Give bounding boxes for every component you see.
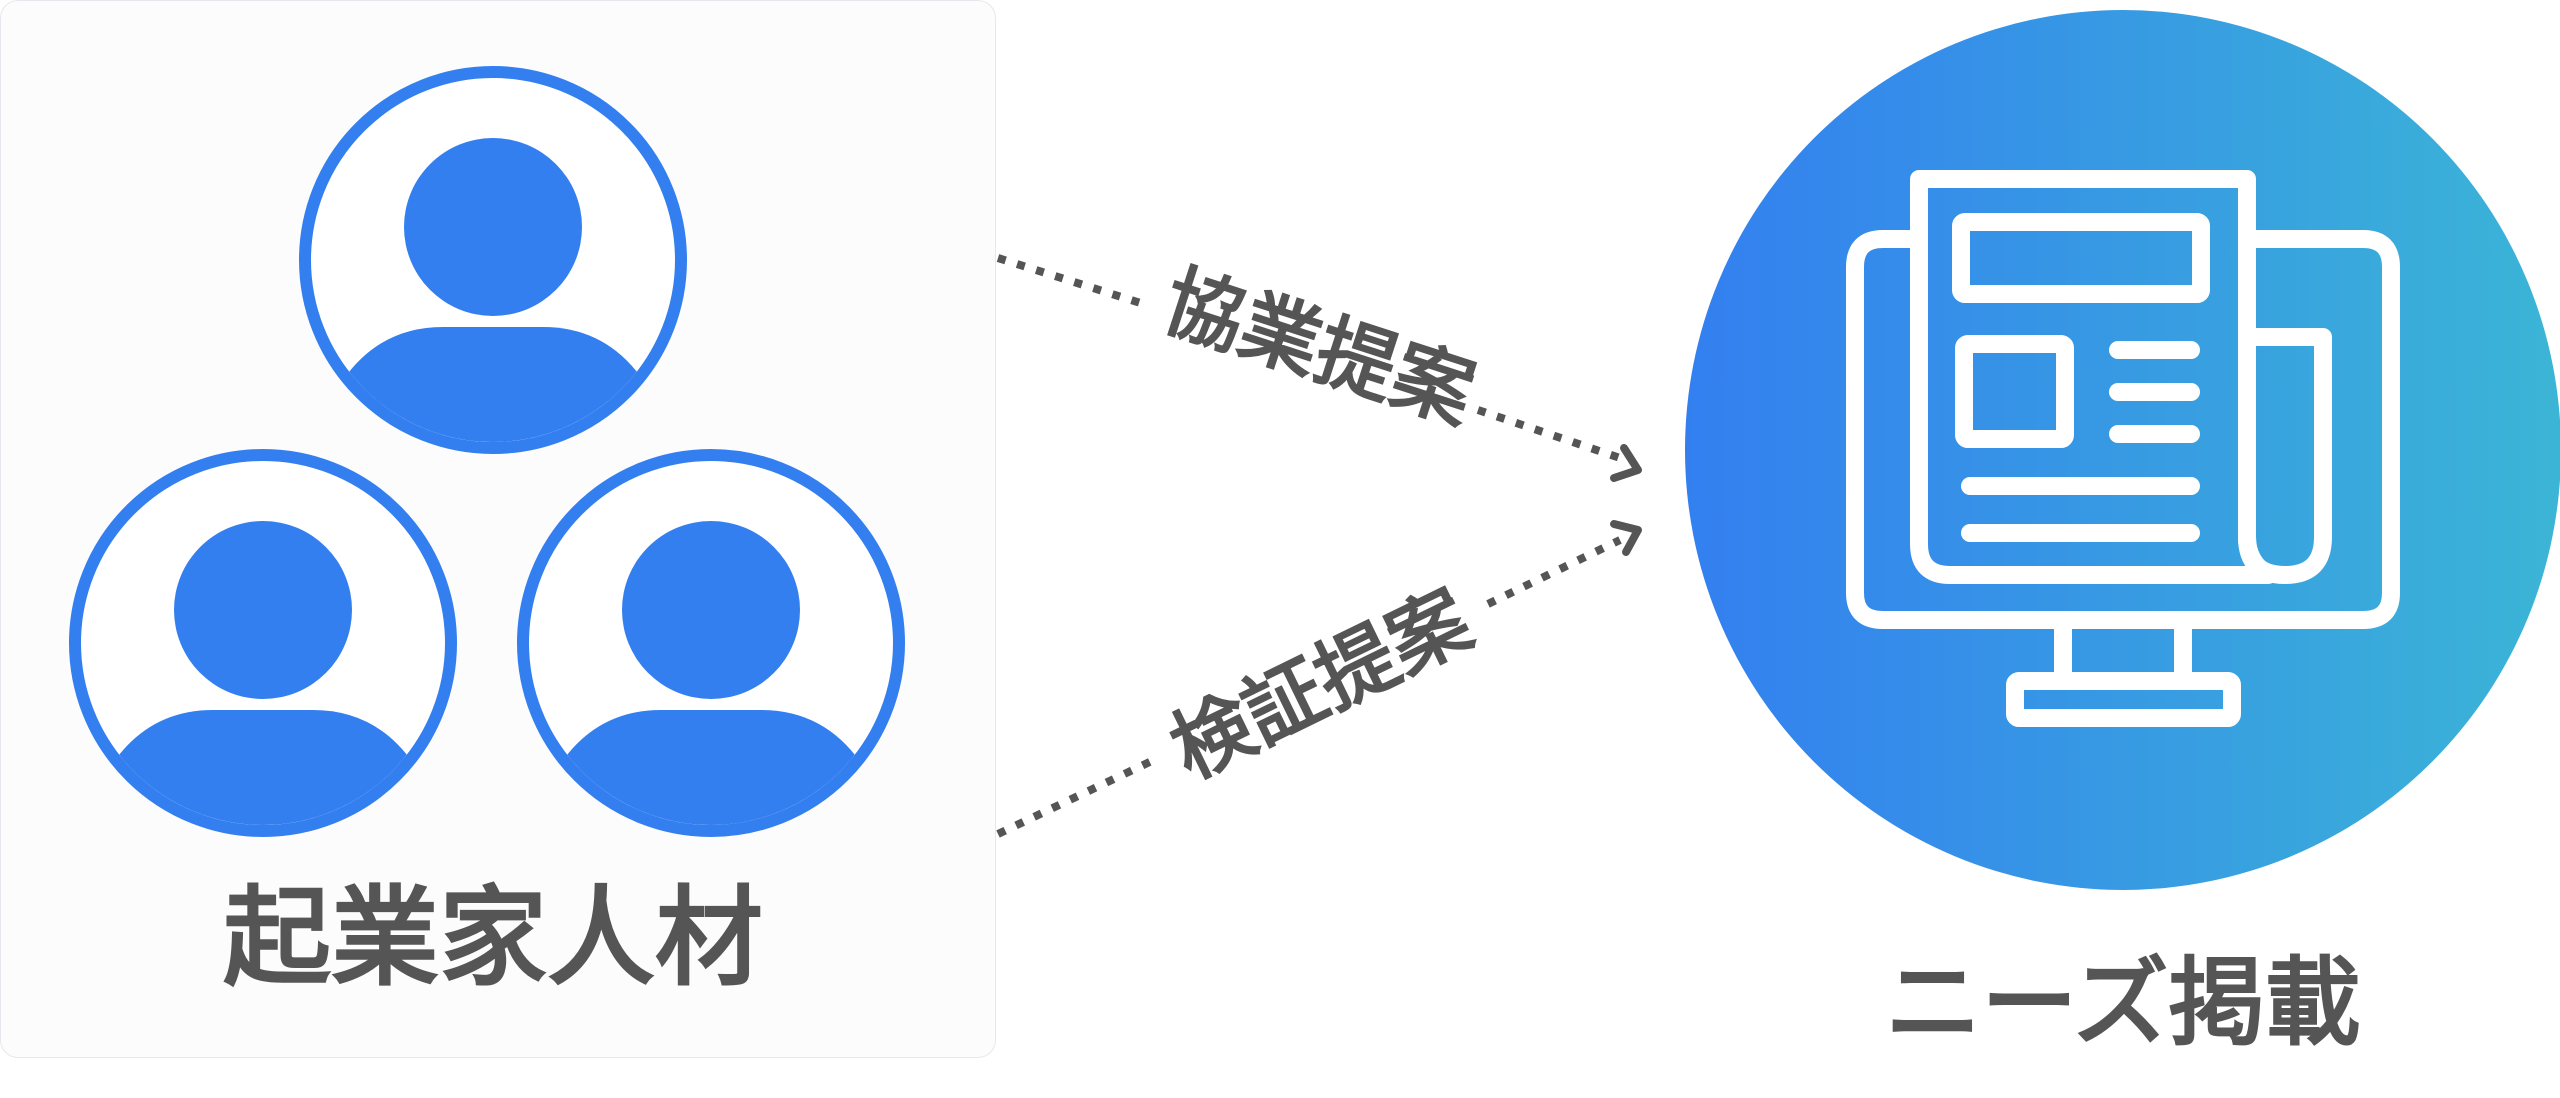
monitor-newspaper-icon <box>1846 170 2400 727</box>
verification-arrow: 検証提案 <box>996 520 1642 838</box>
person-icon <box>299 66 687 454</box>
verification-proposal-label: 検証提案 <box>1157 572 1486 796</box>
person-icon <box>69 449 457 837</box>
entrepreneur-label: 起業家人材 <box>223 876 763 1001</box>
person-icon <box>517 449 905 837</box>
needs-listing-label: ニーズ掲載 <box>1885 947 2360 1059</box>
collaboration-proposal-label: 協業提案 <box>1152 254 1486 442</box>
collaboration-arrow: 協業提案 <box>996 254 1642 482</box>
needs-circle <box>1685 10 2560 890</box>
